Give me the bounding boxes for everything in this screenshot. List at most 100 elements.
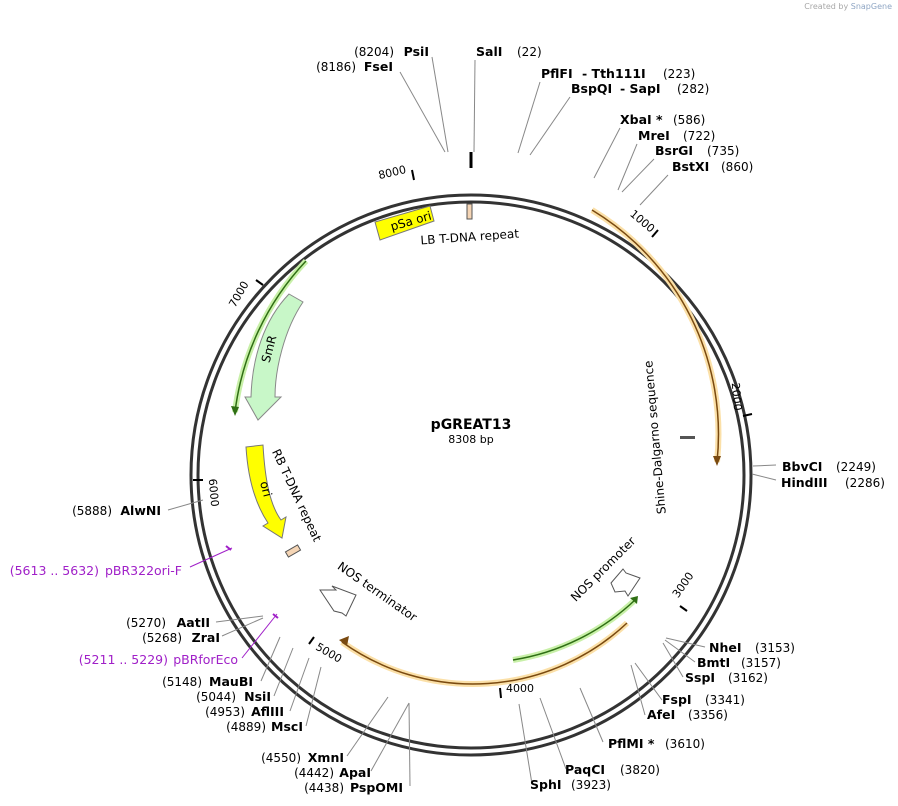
tick-2000 bbox=[742, 413, 753, 417]
smr-arrow bbox=[244, 293, 304, 421]
site-leader-lines bbox=[167, 56, 777, 787]
site-name-fsei: FseI bbox=[364, 59, 393, 74]
orange-feature-top-right-head bbox=[713, 456, 721, 466]
ori-arrow bbox=[245, 444, 287, 539]
green-feature-left bbox=[231, 258, 309, 416]
backbone-inner bbox=[196, 200, 746, 750]
orange-feature-bottom bbox=[339, 620, 630, 687]
site-pos-sspi: (3162) bbox=[728, 671, 768, 685]
site-pos-aatii: (5270) bbox=[126, 616, 166, 630]
leader-sphi bbox=[518, 703, 533, 785]
leader-alwni bbox=[167, 499, 204, 511]
site-name-aatii: AatII bbox=[177, 615, 210, 630]
site-pos-xmni: (4550) bbox=[261, 751, 301, 765]
site-pos-bsrgi: (735) bbox=[707, 144, 739, 158]
orange-feature-bottom-head bbox=[339, 636, 349, 646]
rb-t-dna-repeat-box bbox=[284, 544, 302, 558]
leader-pbrforeco bbox=[241, 613, 278, 659]
site-name-paqci: PaqCI bbox=[565, 762, 605, 777]
tick-label-4000: 4000 bbox=[506, 682, 534, 695]
site-pos-nsii: (5044) bbox=[196, 690, 236, 704]
tick-8000 bbox=[411, 169, 415, 181]
tick-label-6000: 6000 bbox=[206, 478, 221, 507]
watermark-prefix: Created by bbox=[804, 2, 849, 11]
primer-name-pbrforeco: pBRforEco bbox=[173, 652, 238, 667]
site-pos-sali: (22) bbox=[517, 45, 542, 59]
site-name-fspi: FspI bbox=[662, 692, 692, 707]
site-pos-msci: (4889) bbox=[226, 720, 266, 734]
nos-promoter-arrow bbox=[610, 568, 641, 597]
site-name-mrei: MreI bbox=[638, 128, 670, 143]
leader-bmti bbox=[664, 639, 696, 663]
leader-paqci bbox=[539, 697, 567, 770]
site-pos-tth111i: (223) bbox=[663, 67, 695, 81]
site-name-sspi: SspI bbox=[685, 670, 715, 685]
leader-bsrgi bbox=[621, 158, 655, 193]
site-name-apai: ApaI bbox=[339, 765, 371, 780]
site-name-msci: MscI bbox=[271, 719, 303, 734]
leader-nsii bbox=[273, 647, 294, 697]
site-pos-mrei: (722) bbox=[683, 129, 715, 143]
tick-label-5000: 5000 bbox=[313, 640, 344, 665]
site-name-bbvci: BbvCI bbox=[782, 459, 822, 474]
site-name-sphi: SphI bbox=[530, 777, 562, 792]
tick-4000 bbox=[499, 687, 502, 699]
site-name-tth111i: - Tth111I bbox=[582, 66, 646, 81]
tick-label-8000: 8000 bbox=[377, 163, 407, 182]
site-name-afliii: AflIII bbox=[251, 704, 284, 719]
site-pos-apai: (4442) bbox=[294, 766, 334, 780]
leader-xmni bbox=[346, 696, 389, 757]
green-feature-left-head bbox=[231, 406, 239, 416]
leader-mrei bbox=[617, 143, 638, 191]
site-name-xbai: XbaI * bbox=[620, 112, 663, 127]
watermark: Created by SnapGene bbox=[804, 2, 892, 11]
lb-t-dna-repeat-box bbox=[466, 203, 473, 220]
site-pos-alwni: (5888) bbox=[72, 504, 112, 518]
tick-label-2000: 2000 bbox=[729, 382, 744, 411]
site-pos-xbai: (586) bbox=[673, 113, 705, 127]
leader-zrai bbox=[221, 617, 264, 637]
psa-ori-arrow bbox=[374, 205, 435, 241]
green-feature-left-arc bbox=[234, 260, 307, 413]
site-name-sali: SalI bbox=[476, 44, 502, 59]
site-pos-psii: (8204) bbox=[354, 45, 394, 59]
leader-sspi bbox=[662, 642, 684, 678]
tick-label-1000: 1000 bbox=[627, 207, 657, 235]
primer-pos-pbrforeco: (5211 .. 5229) bbox=[79, 652, 168, 667]
backbone-outer bbox=[189, 193, 753, 757]
site-name-bsrgi: BsrGI bbox=[655, 143, 693, 158]
tick-label-3000: 3000 bbox=[670, 570, 697, 600]
orange-feature-bottom-arc bbox=[341, 622, 628, 685]
leader-apai bbox=[370, 702, 410, 772]
site-name-pflfi: PflFI bbox=[541, 66, 573, 81]
primer-mark-pbrforeco bbox=[272, 613, 279, 619]
green-feature-bottom-right-arc bbox=[512, 599, 636, 661]
site-name-zrai: ZraI bbox=[192, 630, 220, 645]
leader-afei bbox=[630, 664, 646, 716]
orange-feature-top-right-arc bbox=[591, 209, 720, 463]
site-pos-fspi: (3341) bbox=[705, 693, 745, 707]
leader-pspomi bbox=[408, 702, 411, 787]
leader-aatii bbox=[215, 615, 264, 623]
site-pos-afliii: (4953) bbox=[205, 705, 245, 719]
tick-3000 bbox=[679, 605, 688, 612]
leader-afliii bbox=[289, 657, 310, 712]
site-pos-pflmi: (3610) bbox=[665, 737, 705, 751]
site-pos-pspomi: (4438) bbox=[304, 781, 344, 795]
site-pos-hindiii: (2286) bbox=[845, 476, 885, 490]
site-name-psii: PsiI bbox=[404, 44, 429, 59]
site-name-hindiii: HindIII bbox=[781, 475, 828, 490]
leader-pbr322ori-f bbox=[189, 547, 233, 568]
site-pos-sphi: (3923) bbox=[571, 778, 611, 792]
ori-label: ori bbox=[257, 480, 275, 499]
site-pos-paqci: (3820) bbox=[620, 763, 660, 777]
site-name-pspomi: PspOMI bbox=[350, 780, 403, 795]
site-pos-afei: (3356) bbox=[688, 708, 728, 722]
site-name-maubi: MauBI bbox=[209, 674, 253, 689]
green-feature-bottom-right bbox=[512, 596, 638, 663]
primer-leader-lines bbox=[189, 547, 278, 659]
site-name-pflmi: PflMI * bbox=[608, 736, 655, 751]
tick-7000 bbox=[255, 279, 264, 286]
site-name-afei: AfeI bbox=[647, 707, 675, 722]
